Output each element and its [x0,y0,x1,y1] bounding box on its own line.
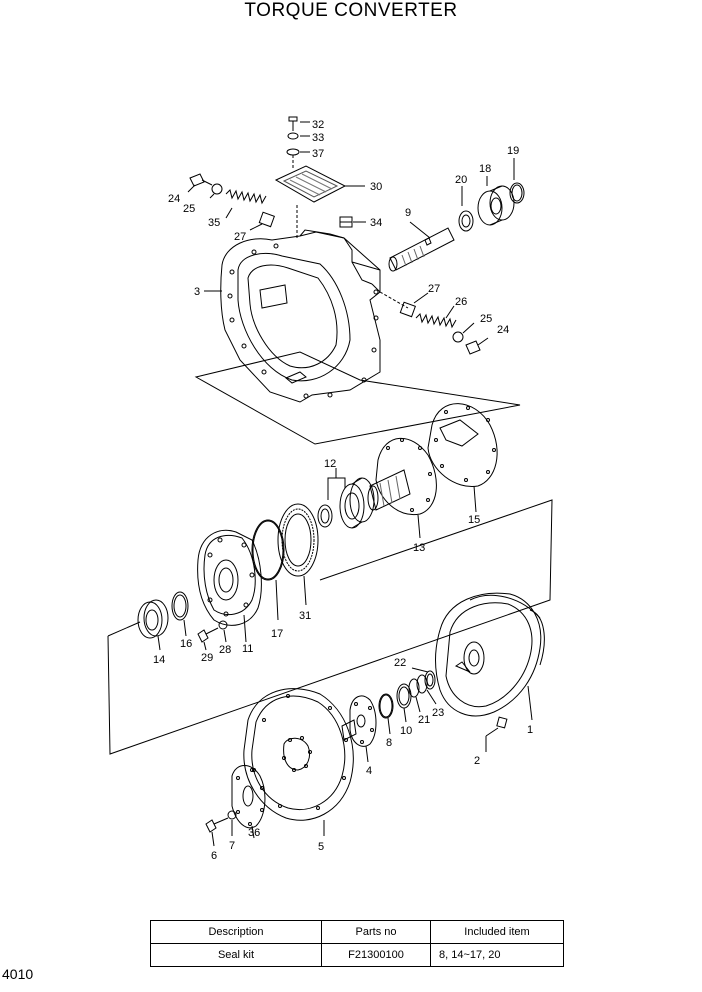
callout-29: 29 [201,652,213,664]
callout-13: 13 [413,542,425,554]
callout-16: 16 [180,638,192,650]
bolt-32 [288,116,310,131]
header-included-item: Included item [430,920,564,944]
shaft-9 [388,221,455,272]
cell-description: Seal kit [150,943,322,967]
callout-5: 5 [318,841,324,853]
callout-32: 32 [312,119,324,131]
seal-ring-10 [396,683,412,723]
callout-30: 30 [370,181,382,193]
plug-2 [485,716,508,752]
page-title: TORQUE CONVERTER [244,0,458,21]
washer-25-right [452,322,475,343]
callout-36: 36 [248,827,260,839]
housing-3 [204,229,381,403]
callout-24-left: 24 [168,193,180,205]
pump-11 [197,529,262,643]
plate-15 [427,403,498,513]
callout-18: 18 [479,163,491,175]
bearing-18 [477,176,515,226]
callout-33: 33 [312,132,324,144]
bolt-6 [205,817,229,847]
callout-21: 21 [418,714,430,726]
callout-12: 12 [324,458,336,470]
flex-plate-5 [243,688,354,836]
callout-11: 11 [242,643,253,655]
header-description: Description [150,920,322,944]
callout-27-right: 27 [428,283,440,295]
callout-22: 22 [394,657,406,669]
gear-12 [317,468,375,529]
stator-13 [367,437,437,539]
callout-8: 8 [386,737,392,749]
plug-34 [339,216,366,228]
washer-28 [218,620,228,643]
piston-27-right [399,292,429,318]
washer-33 [287,132,310,140]
callout-17: 17 [271,628,283,640]
callout-34: 34 [370,217,382,229]
dashed-guide-right [379,291,409,309]
callout-26: 26 [455,296,467,308]
hub-4 [341,695,377,763]
callout-1: 1 [527,724,533,736]
cell-included-item: 8, 14~17, 20 [430,943,564,967]
callout-14: 14 [153,654,165,666]
callout-6: 6 [211,850,217,862]
seal-16 [171,591,189,637]
callout-4: 4 [366,765,372,777]
callout-27-left: 27 [234,231,246,243]
bolt-24-left [187,173,213,193]
kit-table: Description Parts no Included item Seal … [150,920,564,967]
cell-parts-no: F21300100 [321,943,431,967]
callout-37: 37 [312,148,324,160]
page-number: 4010 [2,966,34,982]
washer-37 [286,148,310,156]
seal-20 [458,186,474,232]
spring-26 [415,305,457,329]
header-parts-no: Parts no [321,920,431,944]
washer-7 [227,810,237,836]
o-ring-8 [378,693,394,735]
callout-23: 23 [432,707,444,719]
snap-ring-19 [509,158,525,204]
piston-27-left [249,211,275,231]
callout-25-right: 25 [480,313,492,325]
spring-35 [225,189,267,219]
callout-9: 9 [405,207,411,219]
screen-30 [274,165,365,203]
callout-24-right: 24 [497,324,509,336]
seal-ring-23 [416,674,437,705]
kit-table-header-row: Description Parts no Included item [150,920,564,944]
callout-3: 3 [194,286,200,298]
callout-15: 15 [468,514,480,526]
callout-19: 19 [507,145,519,157]
callout-35: 35 [208,217,220,229]
callout-7: 7 [229,840,235,852]
backing-plate-36 [231,765,266,839]
o-ring-17 [251,519,285,621]
table-row: Seal kit F21300100 8, 14~17, 20 [150,943,564,967]
callout-28: 28 [219,644,231,656]
callout-20: 20 [455,174,467,186]
seal-ring-22 [411,667,436,690]
callout-31: 31 [299,610,311,622]
ring-31 [277,503,319,606]
callout-2: 2 [474,755,480,767]
callout-25-left: 25 [183,203,195,215]
bolt-29 [197,627,219,651]
converter-1 [435,592,545,721]
washer-25-left [209,183,223,199]
bolt-24-right [465,337,489,355]
callout-10: 10 [400,725,412,737]
seal-14 [137,599,169,651]
